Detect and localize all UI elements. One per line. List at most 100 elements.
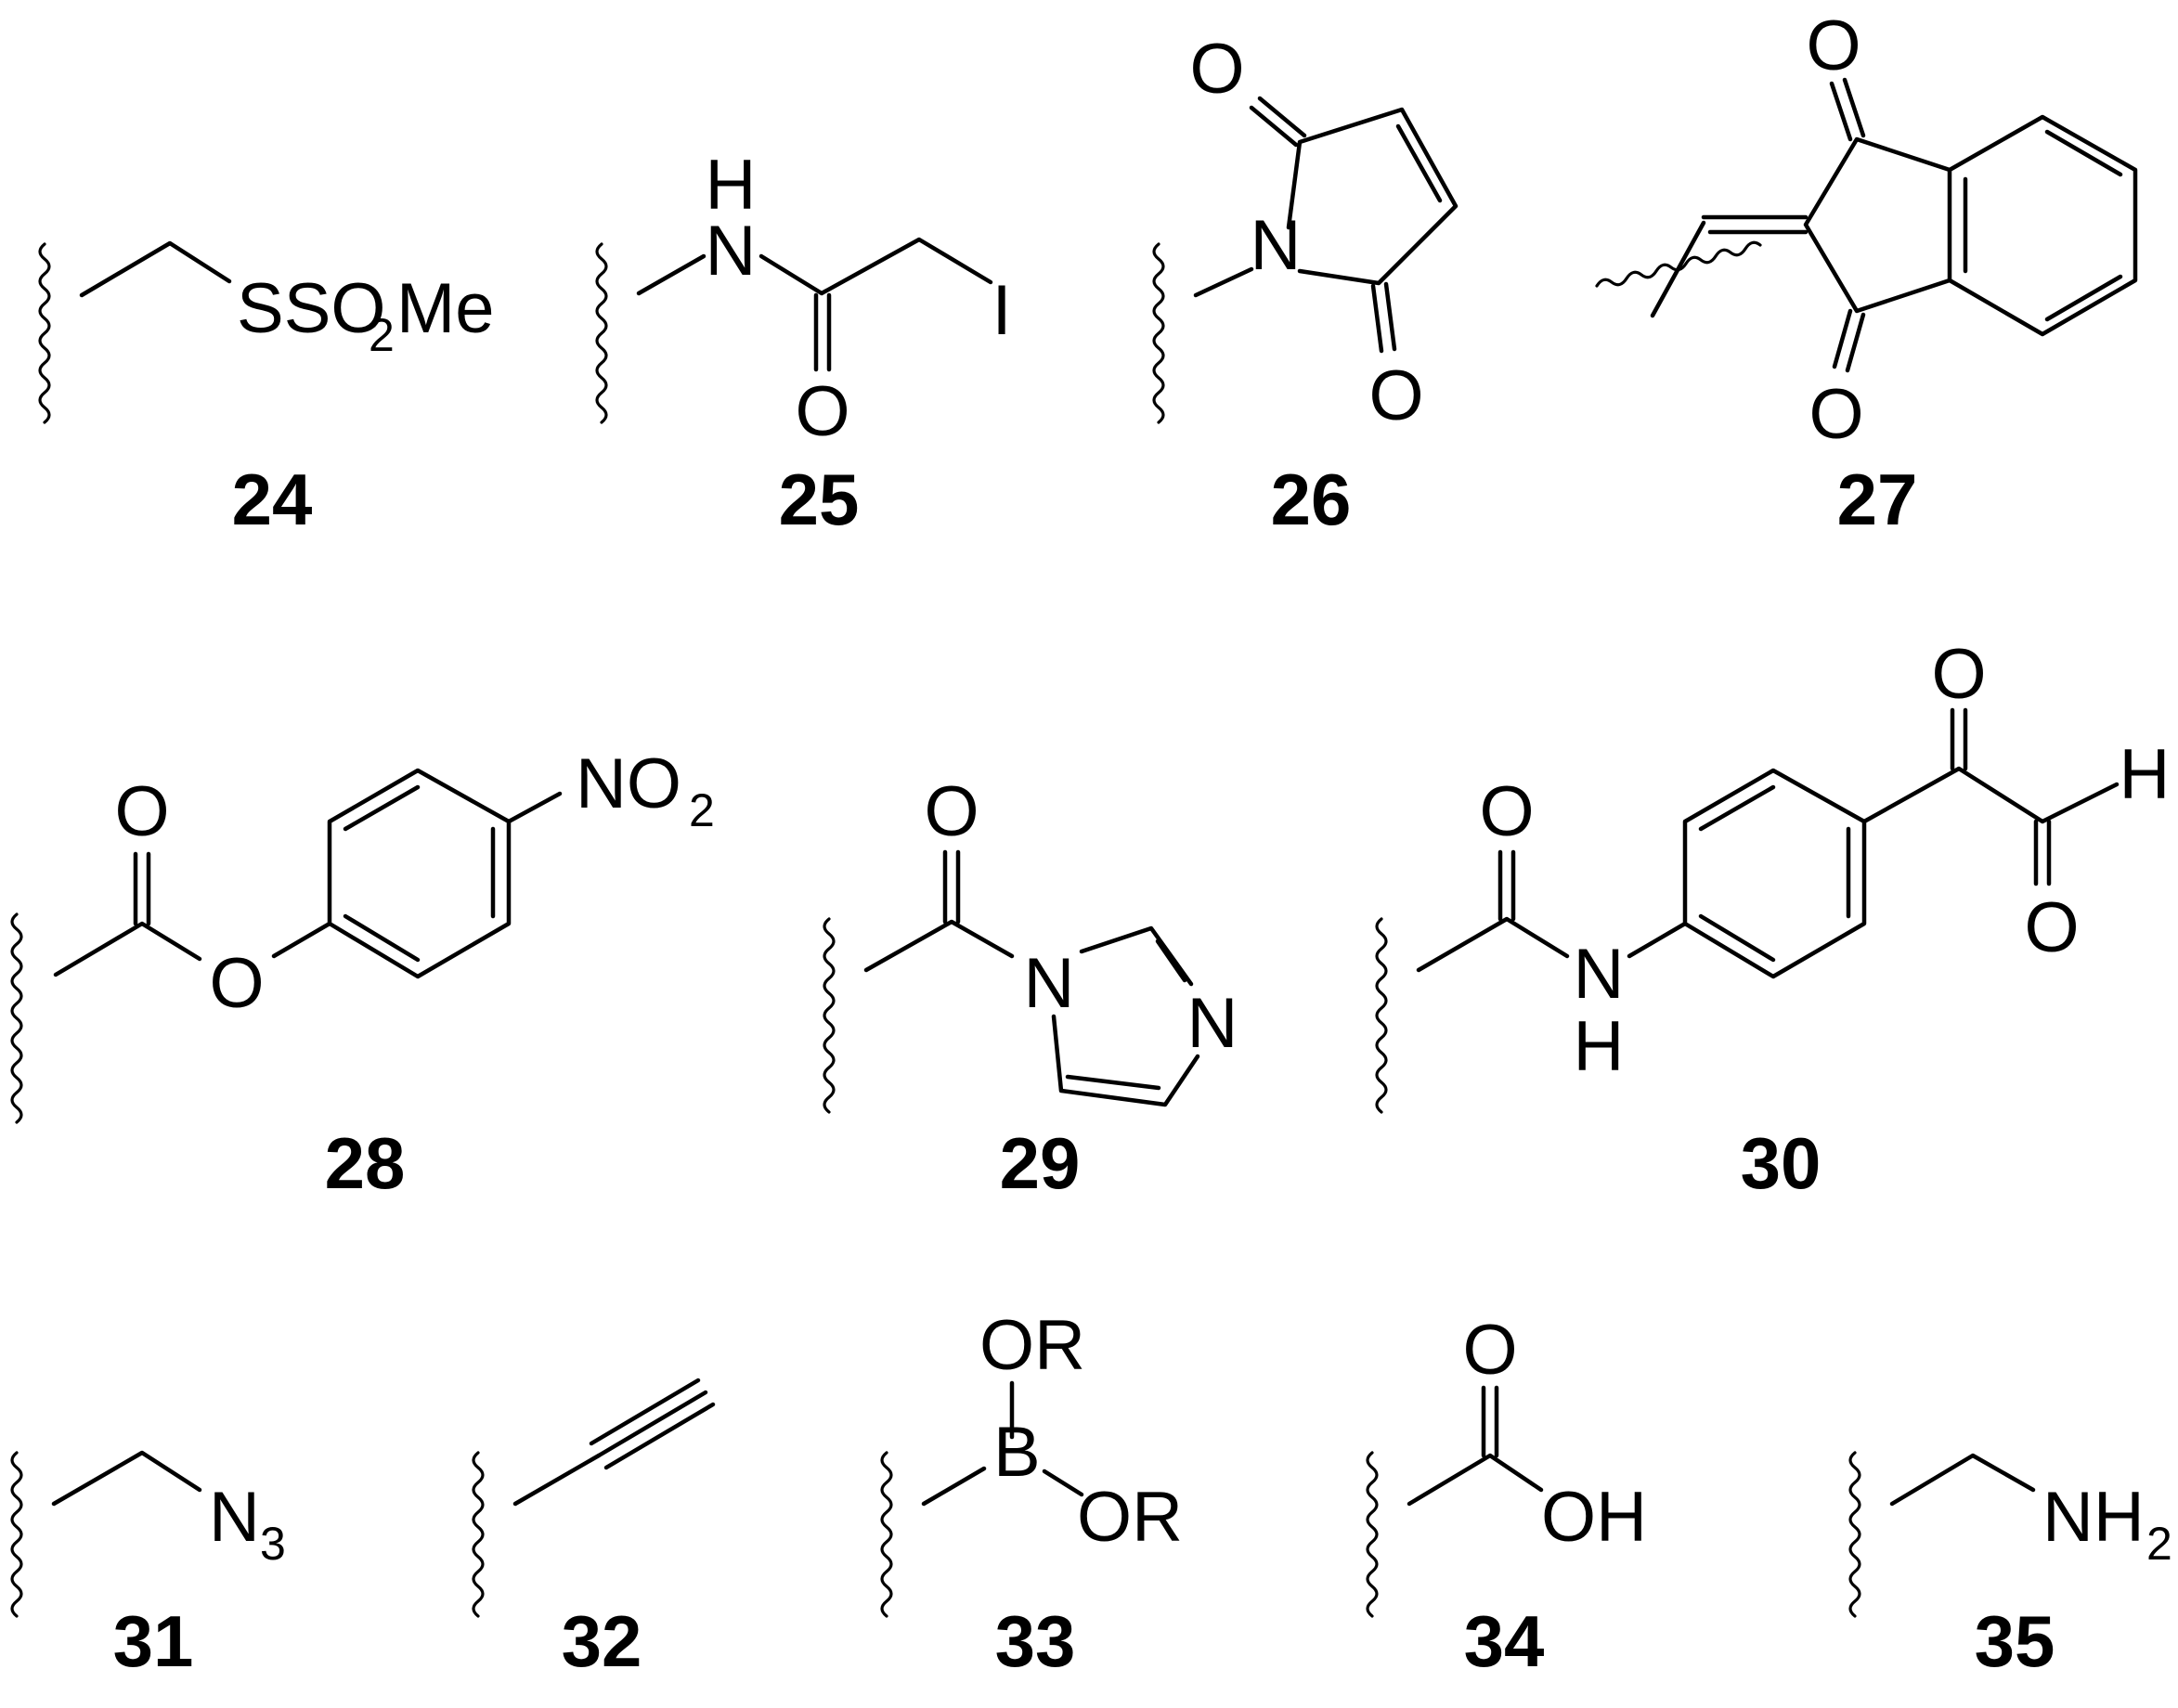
bond [1416, 916, 1570, 973]
ring-bond [1051, 1014, 1200, 1107]
triple-bond [589, 1378, 716, 1470]
attachment-wavy-line [10, 1451, 23, 1618]
compound-number-32: 32 [562, 1600, 642, 1682]
ring-bond [1286, 107, 1458, 286]
double-bond [813, 292, 832, 372]
structure-28: O O NO 2 [10, 744, 715, 1124]
structure-30: O N H O O H [1375, 635, 2171, 1114]
bond [53, 921, 202, 977]
or-label: OR [979, 1306, 1085, 1385]
benzene-ring [1682, 768, 1867, 979]
compound-number-29: 29 [1000, 1122, 1081, 1204]
ring-double-bond [1065, 1074, 1161, 1091]
double-bond [1497, 849, 1516, 922]
or-label: OR [1077, 1478, 1183, 1557]
o-label: O [114, 772, 169, 851]
ring-bond [1079, 925, 1194, 987]
attachment-wavy-line [1152, 242, 1165, 424]
bond [758, 237, 993, 296]
structure-26: O N O [1152, 30, 1458, 435]
aromatic-inner-bond [1698, 784, 1851, 963]
bond [271, 921, 332, 959]
structure-29: O N N [823, 772, 1238, 1114]
ring-double-bond [1395, 123, 1443, 203]
benzene-ring [327, 768, 512, 979]
i-label: I [992, 271, 1011, 350]
bond [512, 1453, 602, 1507]
n-label: N [1024, 944, 1075, 1023]
o-label: O [1189, 30, 1244, 109]
subscript-2: 2 [369, 309, 395, 361]
bond [79, 240, 232, 298]
no-label: NO [576, 744, 681, 823]
o-label: O [1806, 6, 1860, 85]
o-label: O [924, 772, 979, 851]
attachment-wavy-line [823, 917, 836, 1114]
structure-31: N 3 [10, 1450, 286, 1618]
bond [636, 253, 707, 296]
double-bond [942, 849, 961, 925]
o-label: O [2024, 888, 2079, 967]
structure-25: H N O I [595, 146, 1012, 451]
double-bond [1832, 308, 1866, 373]
attachment-wavy-line [880, 1451, 893, 1618]
compound-number-35: 35 [1975, 1600, 2055, 1682]
bond [506, 791, 563, 824]
exocyclic-double-bond [1701, 214, 1809, 235]
double-bond [133, 851, 151, 926]
attachment-wavy-line [38, 242, 51, 424]
nh-label: NH [2042, 1478, 2145, 1557]
h-label: H [1574, 1007, 1625, 1086]
double-bond [1481, 1385, 1499, 1458]
o-label: O [1368, 356, 1423, 435]
n-label: N [1574, 935, 1625, 1014]
compound-number-34: 34 [1464, 1600, 1545, 1682]
b-label: B [993, 1413, 1041, 1492]
o-label: O [1931, 635, 1986, 714]
aromatic-inner-bond [1963, 129, 2123, 322]
o-label: O [1479, 772, 1534, 851]
n-label: N [209, 1478, 260, 1557]
double-bond [1829, 77, 1866, 142]
attachment-wavy-line [595, 242, 608, 424]
bond [1407, 1453, 1544, 1507]
attachment-wavy-line [1848, 1451, 1861, 1618]
bond [1650, 220, 1706, 318]
attachment-wavy-line [1375, 917, 1388, 1114]
structure-33: OR B OR [880, 1306, 1183, 1618]
compound-number-27: 27 [1837, 459, 1918, 540]
structure-27: O O [1595, 6, 2138, 454]
five-ring [1803, 136, 1952, 314]
structure-32 [472, 1378, 716, 1618]
n-label: N [1187, 984, 1238, 1063]
compound-number-31: 31 [113, 1600, 194, 1682]
double-bond [1249, 96, 1307, 148]
bond [1627, 921, 1688, 959]
ring-double-bond [1155, 938, 1187, 983]
h-label: H [2120, 735, 2171, 814]
subscript-2: 2 [689, 784, 715, 836]
bond [1861, 766, 2120, 824]
sso-label: SSO [237, 269, 386, 348]
attachment-wavy-line [472, 1451, 485, 1618]
bond [1042, 1469, 1084, 1497]
bond [51, 1450, 202, 1507]
structure-34: O OH [1366, 1311, 1647, 1618]
o-label: O [209, 944, 264, 1023]
double-bond [1370, 281, 1397, 354]
attachment-wavy-line [10, 912, 23, 1124]
attachment-wavy-line [1366, 1451, 1379, 1618]
compound-number-24: 24 [232, 459, 313, 540]
compound-number-28: 28 [325, 1122, 406, 1204]
double-bond [1950, 707, 1968, 771]
me-label: Me [396, 269, 495, 348]
subscript-2: 2 [2146, 1518, 2172, 1570]
h-label: H [706, 146, 757, 225]
aromatic-inner-bond [343, 784, 496, 963]
bond [1889, 1453, 2036, 1507]
structure-35: NH 2 [1848, 1451, 2172, 1618]
o-label: O [1809, 375, 1863, 454]
compound-number-30: 30 [1741, 1122, 1821, 1204]
